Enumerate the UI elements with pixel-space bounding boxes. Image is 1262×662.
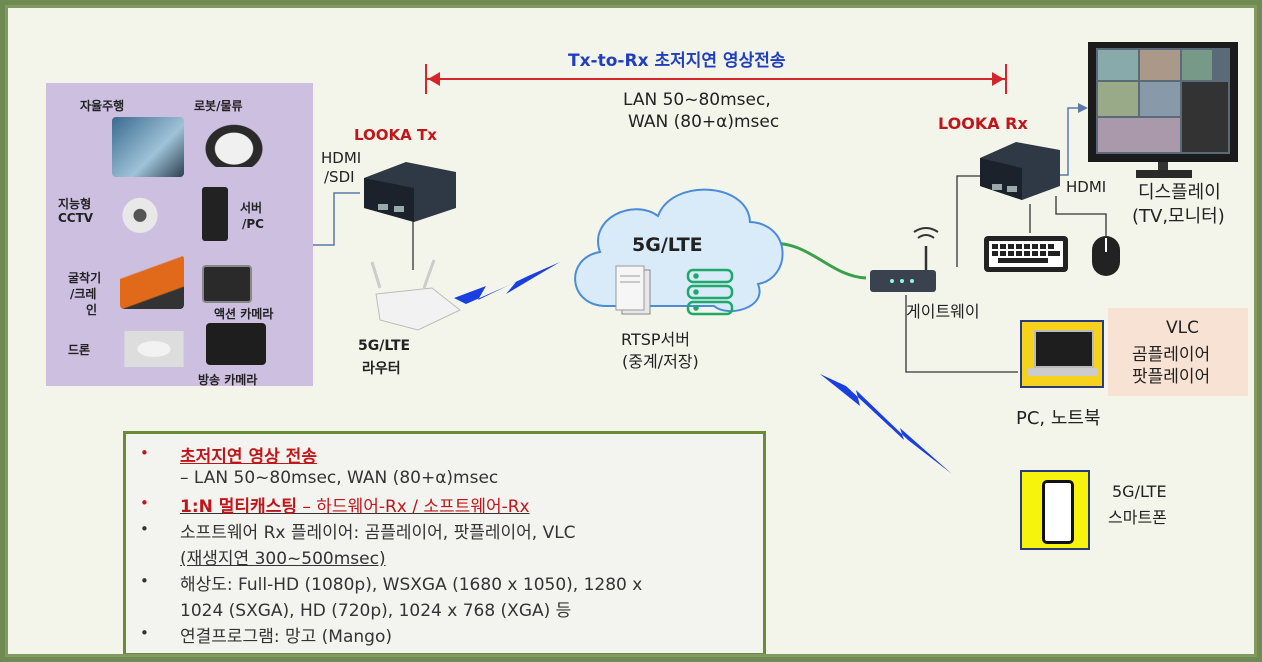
router-label-1: 5G/LTE <box>358 338 411 354</box>
feature-multicast: 1:N 멀티캐스팅 – 하드웨어-Rx / 소프트웨어-Rx <box>180 497 530 517</box>
bullet: • <box>140 494 149 512</box>
source-excavator-label-3: 인 <box>86 303 98 317</box>
transmission-title: Tx-to-Rx 초저지연 영상전송 <box>568 51 786 71</box>
source-server-label-2: /PC <box>242 217 264 231</box>
router-label-2: 라우터 <box>362 361 401 377</box>
storage-icon <box>686 268 734 316</box>
feature-program: 연결프로그램: 망고 (Mango) <box>180 627 392 647</box>
feature-playback-delay: (재생지연 300~500msec) <box>180 549 386 569</box>
keyboard-icon <box>984 236 1068 272</box>
robot-image <box>201 121 267 167</box>
display-label-2: (TV,모니터) <box>1132 206 1225 227</box>
pc-laptop-icon <box>1020 320 1104 388</box>
router-icon <box>370 259 461 331</box>
rx-device-icon <box>980 142 1060 200</box>
latency-lan: LAN 50~80msec, <box>623 90 771 110</box>
rx-hdmi-label: HDMI <box>1066 178 1107 196</box>
monitor-icon <box>1088 42 1238 178</box>
video-sources-panel: 자율주행 로봇/물류 지능형 CCTV 서버 /PC 굴착기 /크레 인 액션 … <box>46 83 313 387</box>
action-camera-image <box>202 265 252 303</box>
player-vlc: VLC <box>1166 318 1199 338</box>
source-autonomous-label: 자율주행 <box>80 99 125 113</box>
cloud-label: 5G/LTE <box>632 234 703 256</box>
feature-resolution: 해상도: Full-HD (1080p), WSXGA (1680 x 1050… <box>180 575 643 595</box>
bullet: • <box>140 624 149 642</box>
broadcast-camera-image <box>206 323 266 365</box>
source-broadcast-label: 방송 카메라 <box>198 373 258 387</box>
rtsp-server-label: RTSP서버 <box>621 330 690 349</box>
latency-arrow <box>425 64 1007 94</box>
source-cctv-label-2: CCTV <box>58 211 94 225</box>
feature-low-latency: 초저지연 영상 전송 <box>180 447 317 467</box>
source-robot-label: 로봇/물류 <box>194 99 243 113</box>
display-label-1: 디스플레이 <box>1138 182 1221 203</box>
server-icon <box>615 265 651 315</box>
gateway-icon <box>870 227 939 292</box>
source-to-tx-line <box>311 192 360 246</box>
drone-image <box>116 331 192 367</box>
phone-label-2: 스마트폰 <box>1108 508 1167 527</box>
source-action-cam-label: 액션 카메라 <box>214 307 274 321</box>
bullet: • <box>140 444 149 462</box>
diagram-frame: Tx-to-Rx 초저지연 영상전송 LAN 50~80msec, WAN (8… <box>5 5 1257 657</box>
software-players-box: VLC 곰플레이어 팟플레이어 <box>1108 308 1248 396</box>
gateway-label: 게이트웨이 <box>906 302 980 321</box>
tx-device-icon <box>364 162 456 222</box>
feature-low-latency-detail: – LAN 50~80msec, WAN (80+α)msec <box>180 468 499 488</box>
feature-summary-box: • 초저지연 영상 전송 – LAN 50~80msec, WAN (80+α)… <box>123 431 766 654</box>
bullet: • <box>140 520 149 538</box>
excavator-image <box>120 255 184 309</box>
latency-wan: WAN (80+α)msec <box>628 112 780 132</box>
router-lightning-icon <box>454 262 560 304</box>
tx-label: LOOKA Tx <box>354 126 437 144</box>
connection-lines <box>311 42 1238 474</box>
tx-input-hdmi: HDMI <box>321 149 362 167</box>
source-server-label-1: 서버 <box>240 201 263 215</box>
smartphone-icon <box>1020 470 1090 550</box>
autonomous-driving-image <box>112 117 184 177</box>
feature-software-players: 소프트웨어 Rx 플레이어: 곰플레이어, 팟플레이어, VLC <box>180 523 576 543</box>
source-excavator-label-2: /크레 <box>70 287 97 301</box>
tx-input-sdi: /SDI <box>324 168 355 186</box>
feature-resolution-cont: 1024 (SXGA), HD (720p), 1024 x 768 (XGA)… <box>180 601 572 621</box>
bullet: • <box>140 572 149 590</box>
server-pc-image <box>202 187 228 241</box>
pc-label: PC, 노트북 <box>1016 408 1101 429</box>
source-excavator-label-1: 굴착기 <box>68 271 102 285</box>
player-gom: 곰플레이어 <box>1132 345 1211 365</box>
phone-label-1: 5G/LTE <box>1112 482 1167 501</box>
rtsp-server-role: (중계/저장) <box>622 352 699 371</box>
phone-lightning-icon <box>820 374 952 474</box>
player-pot: 팟플레이어 <box>1132 367 1211 387</box>
rx-label: LOOKA Rx <box>938 114 1028 133</box>
source-cctv-label-1: 지능형 <box>58 197 92 211</box>
mouse-icon <box>1092 236 1120 276</box>
cctv-camera-image <box>118 189 162 233</box>
source-drone-label: 드론 <box>68 343 91 357</box>
